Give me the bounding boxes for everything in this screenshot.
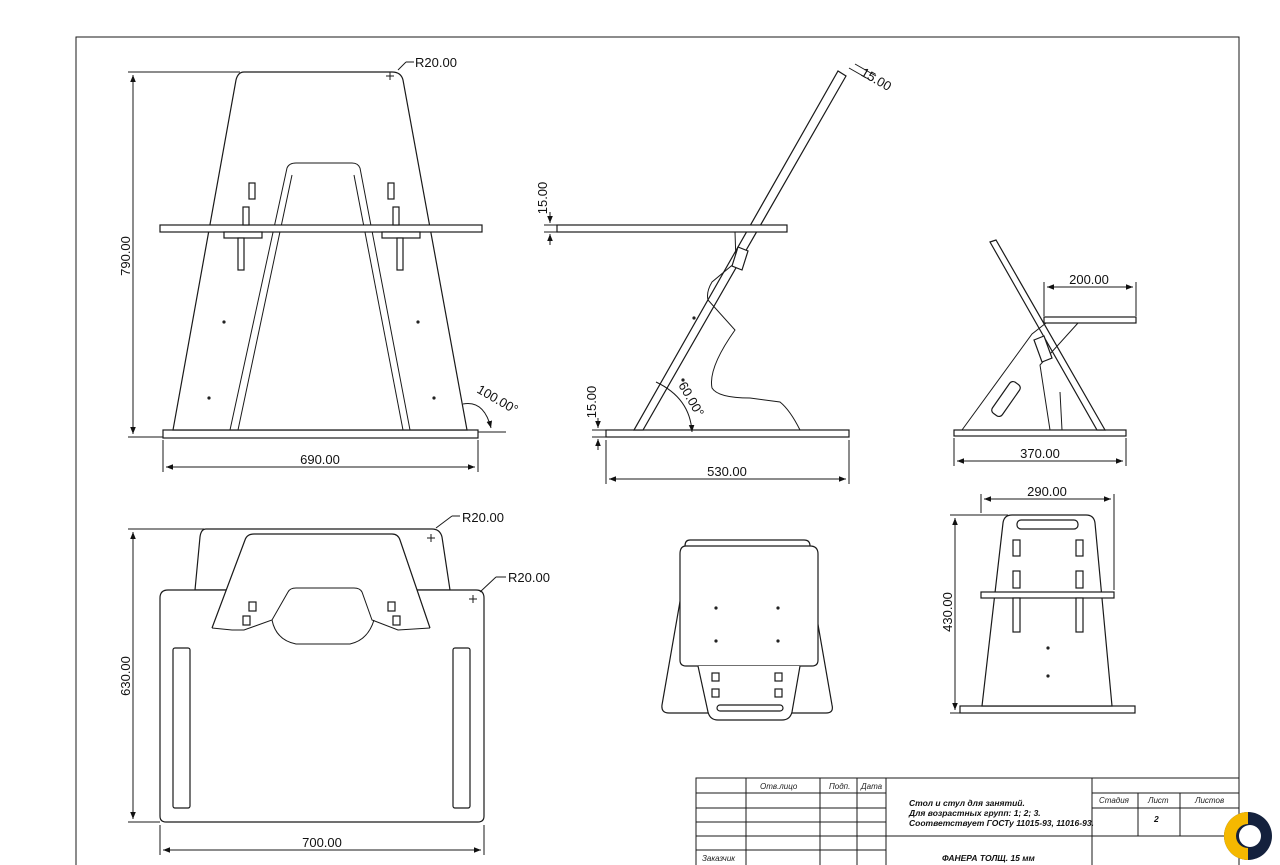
chair-front-width-label: 290.00 [1027,484,1067,499]
chair-plan-view [661,539,833,721]
plan-view: 630.00 700.00 R20.00 R20.00 [118,510,550,855]
side-view: 15.00 15.00 15.00 60.00° 530.00 [535,63,895,484]
plan-radius-top-label: R20.00 [462,510,504,525]
description-line-3: Соответствует ГОСТу 11015-93, 11016-93. [909,818,1094,828]
sheet-frame [75,36,1240,865]
front-angle-label: 100.00° [475,382,521,417]
side-thickness-top-label: 15.00 [859,65,895,94]
front-height-label: 790.00 [118,236,133,276]
side-thickness-base-label: 15.00 [584,386,599,419]
plan-width-label: 700.00 [302,835,342,850]
sheets-header: Листов [1194,796,1224,805]
plan-radius-side-label: R20.00 [508,570,550,585]
description-line-2: Для возрастных групп: 1; 2; 3. [908,808,1041,818]
material-label: ФАНЕРА ТОЛЩ. 15 мм [942,853,1036,863]
chair-seat-width-label: 200.00 [1069,272,1109,287]
chair-width-label: 370.00 [1020,446,1060,461]
side-width-label: 530.00 [707,464,747,479]
front-width-label: 690.00 [300,452,340,467]
sheet-number: 2 [1153,814,1159,824]
col-header-date: Дата [860,782,883,791]
chair-front-view: 290.00 430.00 [940,484,1136,714]
title-block: Отв.лицо Подп. Дата Заказчик Стол и стул… [695,777,1240,865]
logo-icon [1224,812,1272,860]
chair-front-height-label: 430.00 [940,592,955,632]
plan-depth-label: 630.00 [118,656,133,696]
stage-header: Стадия [1099,796,1130,805]
front-radius-label: R20.00 [415,55,457,70]
description-line-1: Стол и стул для занятий. [909,798,1025,808]
side-thickness-shelf-label: 15.00 [535,182,550,215]
sheet-header: Лист [1147,796,1169,805]
col-header-responsible: Отв.лицо [760,782,798,791]
front-view: 790.00 690.00 R20.00 100.00° [118,55,521,472]
row-label-customer: Заказчик [702,854,736,863]
chair-side-view: 200.00 370.00 [953,239,1137,466]
col-header-signature: Подп. [829,782,850,791]
side-angle-label: 60.00° [675,379,707,419]
